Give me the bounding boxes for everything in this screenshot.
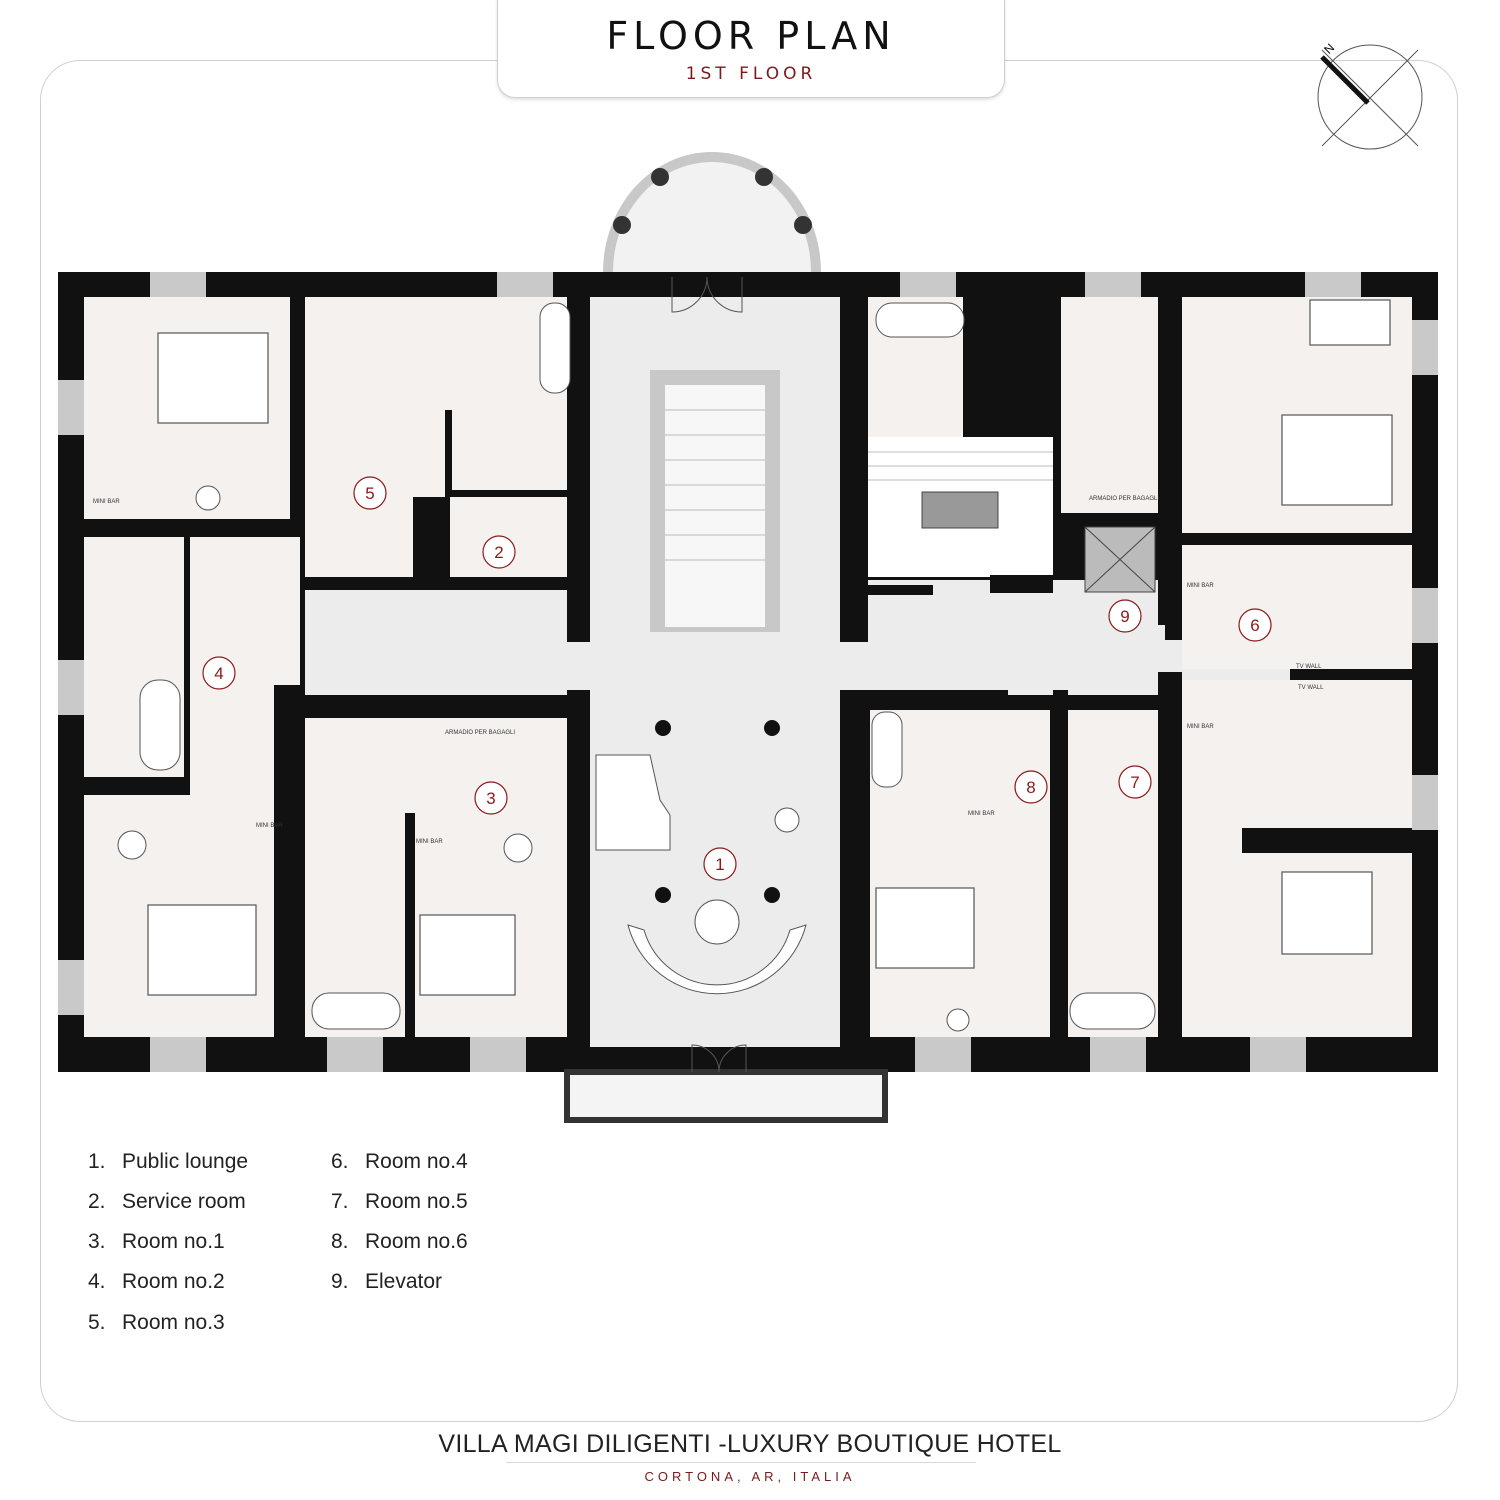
- legend-item: 9.Elevator: [331, 1270, 443, 1293]
- main-staircase: [650, 370, 780, 632]
- room-marker-circle: [1238, 608, 1272, 642]
- mini-bar-label: MINI BAR: [256, 823, 283, 829]
- legend-item: 6.Room no.4: [331, 1150, 468, 1173]
- north-arrow-icon: N: [1317, 41, 1423, 150]
- hotel-name: VILLA MAGI DILIGENTI -LUXURY BOUTIQUE HO…: [438, 1430, 1062, 1458]
- title-block: FLOOR PLAN 1ST FLOOR: [497, 0, 1005, 98]
- room-marker-number: 4: [214, 664, 223, 683]
- room-marker-number: 3: [486, 789, 495, 808]
- room-marker-circle: [1118, 765, 1152, 799]
- room-marker-circle: [1108, 599, 1142, 633]
- room-marker-number: 2: [494, 543, 503, 562]
- room-marker-number: 8: [1026, 778, 1035, 797]
- armadio-label: ARMADIO PER BAGAGLI: [1089, 496, 1159, 502]
- room-marker-circle: [482, 535, 516, 569]
- room-marker-number: 7: [1130, 773, 1139, 792]
- tv-wall-label: TV WALL: [1298, 685, 1324, 691]
- mini-bar-label: MINI BAR: [1187, 583, 1214, 589]
- armadio-label: ARMADIO PER BAGAGLI: [445, 730, 515, 736]
- room-marker-circle: [703, 847, 737, 881]
- mini-bar-label: MINI BAR: [416, 839, 443, 845]
- plan-subtitle: 1ST FLOOR: [685, 64, 817, 84]
- legend-item: 3.Room no.1: [88, 1230, 225, 1253]
- north-label: N: [1321, 41, 1337, 57]
- round-balcony: [603, 152, 821, 272]
- hotel-location: CORTONA, AR, ITALIA: [644, 1469, 856, 1484]
- room-marker-number: 6: [1250, 616, 1259, 635]
- room-marker-number: 5: [365, 484, 374, 503]
- legend-item: 8.Room no.6: [331, 1230, 468, 1253]
- legend-item: 7.Room no.5: [331, 1190, 468, 1213]
- room-marker-number: 9: [1120, 607, 1129, 626]
- mini-bar-label: MINI BAR: [1187, 724, 1214, 730]
- tv-wall-label: TV WALL: [1296, 664, 1322, 670]
- room-marker-circle: [1014, 770, 1048, 804]
- room-marker-number: 1: [715, 855, 724, 874]
- plan-title: FLOOR PLAN: [606, 14, 896, 58]
- mini-bar-label: MINI BAR: [968, 811, 995, 817]
- footer-divider: [506, 1462, 976, 1463]
- room-marker-circle: [202, 656, 236, 690]
- room-marker-circle: [474, 781, 508, 815]
- room-marker-circle: [353, 476, 387, 510]
- legend-item: 1.Public lounge: [88, 1150, 249, 1173]
- legend-item: 4.Room no.2: [88, 1270, 225, 1293]
- lounge-furniture: [117, 485, 970, 1032]
- legend-item: 2.Service room: [88, 1190, 246, 1213]
- mini-bar-label: MINI BAR: [93, 499, 120, 505]
- legend-item: 5.Room no.3: [88, 1311, 225, 1334]
